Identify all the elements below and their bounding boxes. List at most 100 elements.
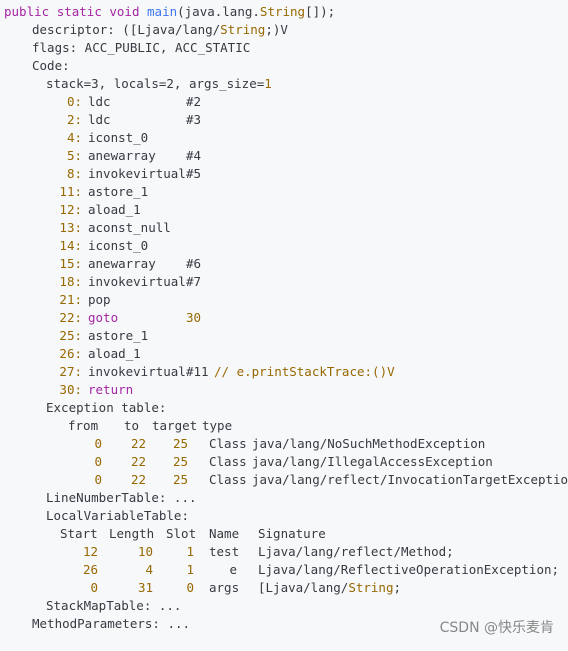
- lv-signature: Ljava/lang/ReflectiveOperationException;: [258, 561, 559, 579]
- instruction-offset: 15:: [59, 256, 82, 271]
- instruction-offset: 13:: [59, 220, 82, 235]
- lv-signature-prefix: Ljava/lang/reflect/Method;: [258, 544, 454, 559]
- instruction-operand: #5: [186, 166, 202, 181]
- instruction-row: 21:pop: [0, 291, 568, 309]
- instruction-offset: 0:: [66, 94, 82, 109]
- instruction-row: 11:astore_1: [0, 183, 568, 201]
- lv-signature: Ljava/lang/reflect/Method;: [258, 543, 454, 561]
- instruction-operand: #11: [186, 364, 209, 379]
- instruction-row: 27:invokevirtual#11// e.printStackTrace:…: [0, 363, 568, 381]
- instruction-row: 2:ldc#3: [0, 111, 568, 129]
- lv-length: 31: [137, 580, 153, 595]
- stack-info: stack=3, locals=2, args_size=1: [46, 76, 272, 91]
- lv-signature-suffix: ;: [393, 580, 401, 595]
- instruction-offset: 22:: [59, 310, 82, 325]
- lv-signature-prefix: Ljava/lang/ReflectiveOperationException;: [258, 562, 560, 577]
- descriptor-line: descriptor: ([Ljava/lang/String;)V: [32, 22, 288, 37]
- exception-type: java/lang/reflect/InvocationTargetExcept…: [252, 472, 568, 487]
- lv-name: args: [209, 580, 240, 595]
- exception-target: 25: [172, 454, 188, 469]
- instruction-offset: 2:: [66, 112, 82, 127]
- instruction-opcode: aload_1: [88, 346, 141, 361]
- instruction-row: 26: aload_1: [0, 345, 568, 363]
- instruction-operand: #7: [186, 274, 202, 289]
- keyword-public: public: [4, 4, 50, 19]
- flags-line: flags: ACC_PUBLIC, ACC_STATIC: [32, 40, 251, 55]
- line-number-table: LineNumberTable: ...: [46, 490, 197, 505]
- lv-start: 26: [82, 562, 98, 577]
- instruction-opcode: goto: [88, 310, 119, 325]
- instruction-row: 8:invokevirtual#5: [0, 165, 568, 183]
- instruction-offset: 14:: [59, 238, 82, 253]
- instruction-opcode: aconst_null: [88, 220, 171, 235]
- args-suffix: []);: [305, 4, 336, 19]
- instruction-offset: 18:: [59, 274, 82, 289]
- code-label: Code:: [32, 58, 70, 73]
- instruction-opcode: aload_1: [88, 202, 141, 217]
- exception-target: 25: [172, 472, 188, 487]
- instruction-row: 22: goto 30: [0, 309, 568, 327]
- instruction-opcode: ldc: [88, 112, 111, 127]
- exception-type: java/lang/IllegalAccessException: [252, 454, 493, 469]
- exception-target: 25: [172, 436, 188, 451]
- instruction-operand: 30: [186, 310, 202, 325]
- exception-to: 22: [130, 454, 146, 469]
- exception-class-keyword: Class: [209, 472, 247, 487]
- lv-slot: 1: [186, 544, 194, 559]
- instruction-offset: 4:: [66, 130, 82, 145]
- instruction-opcode: iconst_0: [88, 238, 149, 253]
- local-variable-table-label: LocalVariableTable:: [46, 508, 189, 523]
- instruction-comment: // e.printStackTrace:()V: [214, 364, 395, 379]
- instruction-row: 30: return: [0, 381, 568, 399]
- method-signature: public static void main(java.lang.String…: [4, 3, 335, 21]
- lv-name: e: [229, 562, 237, 577]
- instruction-opcode: ldc: [88, 94, 111, 109]
- instruction-opcode: return: [88, 382, 134, 397]
- args-prefix: (java.lang.: [177, 4, 260, 19]
- instruction-opcode: anewarray: [88, 256, 156, 271]
- method-parameters: MethodParameters: ...: [32, 616, 191, 631]
- instruction-opcode: invokevirtual: [88, 166, 186, 181]
- instruction-offset: 5:: [66, 148, 82, 163]
- instruction-opcode: astore_1: [88, 328, 149, 343]
- instruction-offset: 26:: [59, 346, 82, 361]
- exception-from: 0: [94, 454, 102, 469]
- lv-name: test: [209, 544, 240, 559]
- instruction-row: 15: anewarray #6: [0, 255, 568, 273]
- lv-signature-type: String: [348, 580, 394, 595]
- watermark: CSDN @快乐麦肯: [439, 620, 554, 636]
- lv-signature: [Ljava/lang/String;: [258, 579, 401, 597]
- lv-length: 4: [145, 562, 153, 577]
- instruction-row: 14: iconst_0: [0, 237, 568, 255]
- keyword-static: static: [56, 4, 102, 19]
- instruction-row: 0:ldc#2: [0, 93, 568, 111]
- instruction-offset: 27:: [59, 364, 82, 379]
- instruction-operand: #6: [186, 256, 202, 271]
- local-variable-table-header: Start Length Slot Name Signature: [60, 526, 326, 541]
- exception-from: 0: [94, 436, 102, 451]
- instruction-offset: 30:: [59, 382, 82, 397]
- exception-table-row: 0 22 25 Class java/lang/reflect/InvocationTa…: [0, 471, 568, 489]
- instruction-row: 4:iconst_0: [0, 129, 568, 147]
- exception-to: 22: [130, 472, 146, 487]
- exception-type: java/lang/NoSuchMethodException: [252, 436, 486, 451]
- instruction-offset: 21:: [59, 292, 82, 307]
- args-type: String: [259, 4, 306, 19]
- lv-length: 10: [137, 544, 153, 559]
- local-variable-row: 12 10 1 test Ljava/lang/reflect/Method;: [0, 543, 568, 561]
- exception-from: 0: [94, 472, 102, 487]
- instruction-row: 12: aload_1: [0, 201, 568, 219]
- method-name: main: [147, 4, 178, 19]
- lv-start: 12: [82, 544, 98, 559]
- instruction-operand: #4: [186, 148, 202, 163]
- instruction-row: 18:invokevirtual#7: [0, 273, 568, 291]
- instruction-offset: 12:: [59, 202, 82, 217]
- instruction-offset: 25:: [59, 328, 82, 343]
- instruction-row: 5:anewarray#4: [0, 147, 568, 165]
- exception-table-header: from to target type: [68, 418, 233, 433]
